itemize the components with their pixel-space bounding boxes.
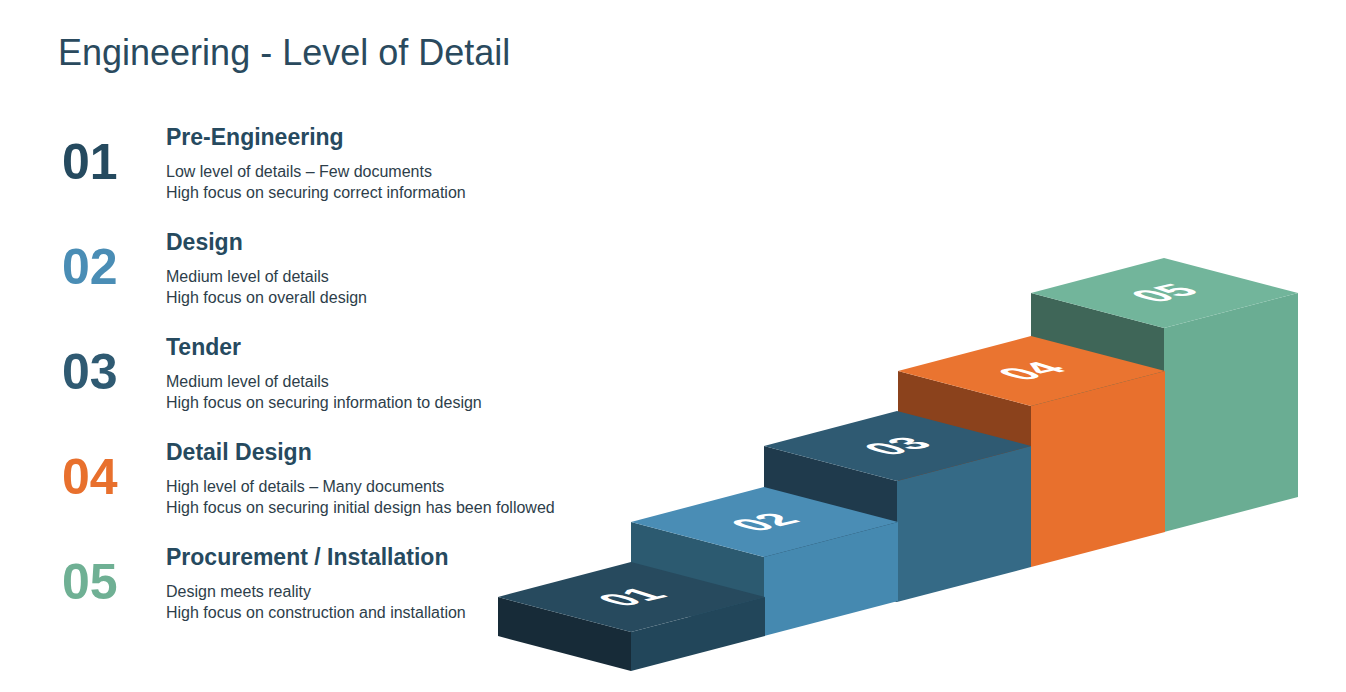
step-number: 05: [1120, 281, 1208, 305]
list-number: 03: [62, 347, 118, 397]
list-heading: Pre-Engineering: [166, 125, 344, 150]
list-body-line: High focus on securing information to de…: [166, 393, 482, 412]
list-body-line: Medium level of details: [166, 372, 329, 391]
step-number: 03: [853, 434, 941, 458]
block-top: [498, 562, 765, 632]
block-top: [898, 336, 1165, 406]
list-body-line: Medium level of details: [166, 267, 329, 286]
list-number: 02: [62, 242, 118, 292]
block-top: [1031, 258, 1298, 328]
step-block: 04: [898, 336, 1165, 406]
list-body-line: High focus on overall design: [166, 288, 367, 307]
list-heading: Design: [166, 230, 243, 255]
list-body-line: High level of details – Many documents: [166, 477, 444, 496]
step-block: 03: [764, 411, 1031, 481]
list-body-line: High focus on securing correct informati…: [166, 183, 466, 202]
list-heading: Procurement / Installation: [166, 545, 448, 570]
block-top: [631, 487, 898, 557]
step-block: 01: [498, 562, 765, 632]
list-number: 04: [62, 452, 118, 502]
title: Engineering - Level of Detail: [58, 32, 510, 74]
step-block: 02: [631, 487, 898, 557]
step-number: 01: [587, 585, 675, 609]
step-block: 05: [1031, 258, 1298, 328]
list-number: 01: [62, 137, 118, 187]
list-body-line: High focus on construction and installat…: [166, 603, 466, 622]
list-heading: Detail Design: [166, 440, 312, 465]
step-block-shape: [498, 562, 765, 671]
block-face: [1164, 293, 1298, 532]
step-number: 04: [987, 359, 1075, 383]
block-top: [764, 411, 1031, 481]
list-body-line: High focus on securing initial design ha…: [166, 498, 555, 517]
list-body-line: Design meets reality: [166, 582, 311, 601]
list-number: 05: [62, 557, 118, 607]
list-body-line: Low level of details – Few documents: [166, 162, 432, 181]
step-number: 02: [720, 510, 808, 534]
list-heading: Tender: [166, 335, 241, 360]
